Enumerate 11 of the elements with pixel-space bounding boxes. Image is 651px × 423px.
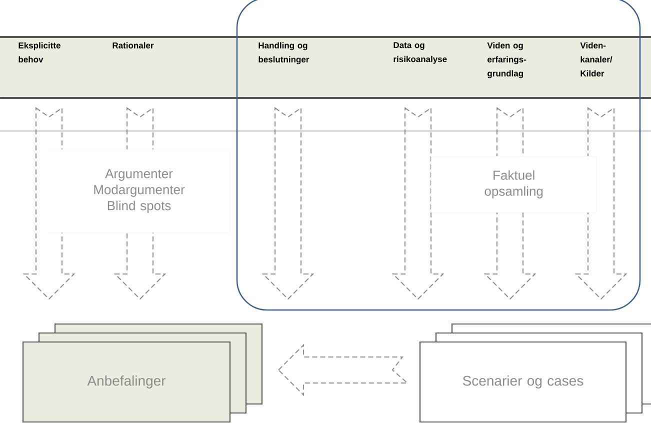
column-heading: Viden og erfarings-grundlag [487,42,526,78]
text-box: Argumenter Modargumenter Blind spots [48,149,230,233]
rounded-frame [236,0,641,311]
document-stack: Anbefalinger [22,323,263,423]
column-heading: Handling og beslutninger [258,42,310,64]
column-heading: Data og risikoanalyse [394,42,447,64]
column-heading: Eksplicitte behov [18,42,60,62]
column-heading: Viden-kanaler/ Kilder [580,42,612,76]
document-stack: Scenarier og cases [419,323,651,423]
text-box: Faktuel opsamling [431,156,597,213]
column-heading: Rationaler [112,42,154,48]
